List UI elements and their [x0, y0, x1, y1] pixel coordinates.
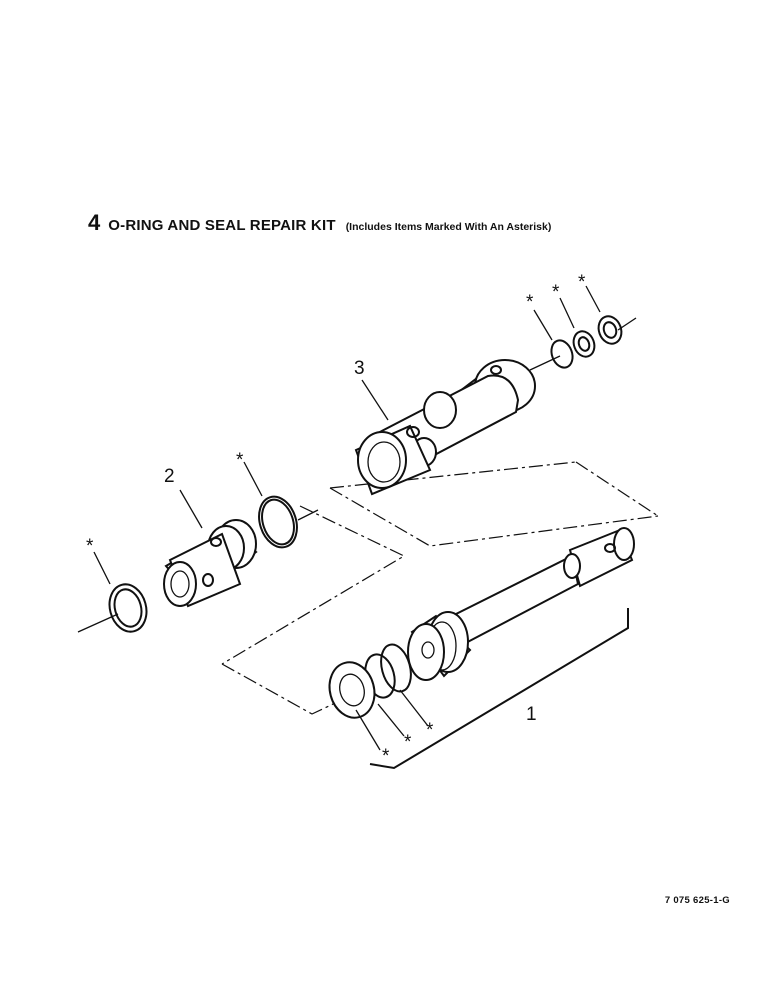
callout-item-2: 2	[164, 466, 175, 487]
upper-seal-set	[550, 315, 623, 369]
kit-title: O-RING AND SEAL REPAIR KIT	[108, 217, 336, 234]
asterisk-upper-o-ring: *	[526, 292, 534, 313]
drawing-reference-number: 7 075 625-1-G	[664, 895, 730, 906]
kit-note: (Includes Items Marked With An Asterisk)	[345, 221, 552, 233]
asterisk-upper-wiper: *	[578, 272, 586, 293]
wiper-seal	[108, 583, 148, 633]
piston-seal-set	[328, 643, 429, 751]
gland-o-ring	[258, 495, 298, 549]
cylinder-barrel	[354, 359, 536, 496]
kit-number: 4	[88, 210, 101, 235]
asterisk-wiper-seal: *	[86, 536, 94, 557]
callout-item-1: 1	[526, 704, 537, 725]
asterisk-gland-o-ring: *	[236, 450, 244, 471]
asterisk-piston-seal-2: *	[404, 732, 412, 753]
leader-arrows	[93, 285, 601, 585]
callout-item-3: 3	[354, 358, 365, 379]
assembly-guide-lines	[77, 317, 659, 715]
asterisk-piston-seal-3: *	[426, 720, 434, 741]
asterisk-piston-seal-1: *	[382, 746, 390, 767]
kit-heading: 4 O-RING AND SEAL REPAIR KIT (Includes Ite…	[88, 210, 551, 236]
item1-bracket	[369, 608, 629, 770]
piston-rod	[407, 527, 635, 681]
asterisk-upper-seal: *	[552, 282, 560, 303]
gland-head	[163, 519, 258, 608]
